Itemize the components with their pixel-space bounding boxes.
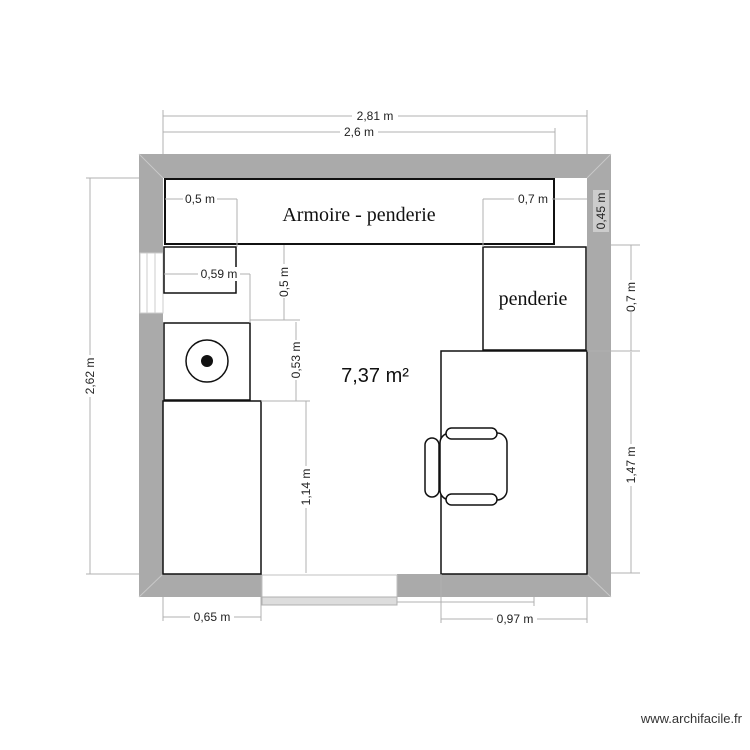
- dim-left-unit-height: 1,14 m: [299, 469, 313, 506]
- dim-desk-height: 1,47 m: [624, 447, 638, 484]
- wall-left: [139, 154, 163, 597]
- dim-inner-width: 2,6 m: [344, 125, 374, 139]
- dim-small-cabinet-width: 0,59 m: [201, 267, 238, 281]
- office-chair-icon: [424, 427, 508, 506]
- dim-left-unit-width: 0,65 m: [194, 610, 231, 624]
- left-tall-unit[interactable]: [162, 400, 262, 575]
- dim-penderie-height: 0,7 m: [624, 282, 638, 312]
- wardrobe-label: Armoire - penderie: [282, 204, 435, 226]
- dim-desk-width: 0,97 m: [497, 612, 534, 626]
- washer-drum-icon: [185, 339, 229, 383]
- dim-right-gap: 0,45 m: [594, 193, 608, 230]
- penderie-unit[interactable]: [482, 246, 587, 351]
- right-gap-label-bg: [593, 190, 609, 232]
- dim-small-cabinet-height: 0,5 m: [277, 267, 291, 297]
- wall-corners: [138, 153, 612, 598]
- watermark[interactable]: www.archifacile.fr: [640, 711, 742, 726]
- penderie-label: penderie: [499, 288, 568, 310]
- window-left[interactable]: [139, 252, 164, 314]
- dim-washer-height: 0,53 m: [289, 342, 303, 379]
- dimension-label-backgrounds: [82, 109, 639, 626]
- wall-top: [139, 154, 611, 178]
- dim-height-left: 2,62 m: [83, 358, 97, 395]
- room-area: 7,37 m²: [341, 365, 409, 387]
- wardrobe-armoire-penderie[interactable]: [164, 178, 555, 245]
- dim-wardrobe-left: 0,5 m: [185, 192, 215, 206]
- door-bottom[interactable]: [261, 574, 535, 606]
- wall-bottom-left: [139, 574, 262, 597]
- walls: [139, 154, 611, 597]
- dimension-labels: 2,81 m 2,6 m 2,62 m 0,5 m 0,7 m 0,45 m 0…: [83, 109, 638, 626]
- dim-outer-width: 2,81 m: [357, 109, 394, 123]
- wall-bottom-right: [397, 574, 611, 597]
- dim-wardrobe-right: 0,7 m: [518, 192, 548, 206]
